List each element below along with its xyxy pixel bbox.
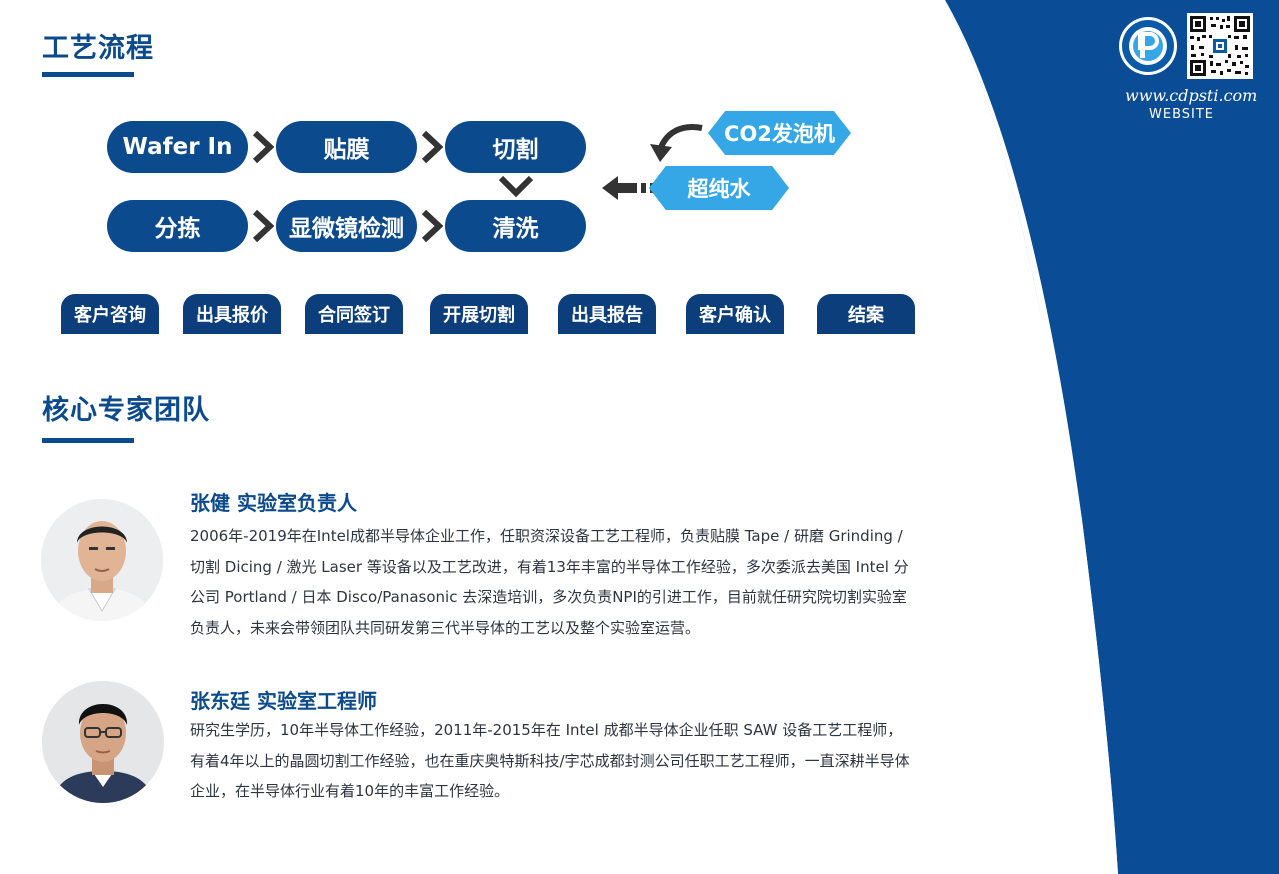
chevron-right-icon (421, 209, 443, 243)
chevron-right-icon (252, 209, 274, 243)
input-co2-foam-machine: CO2发泡机 (708, 111, 851, 155)
chevron-down-icon (498, 175, 534, 197)
person-photo (41, 499, 163, 621)
person-name: 张健 实验室负责人 (190, 491, 357, 515)
workflow-step-contract: 合同签订 (305, 294, 403, 334)
curved-arrow-icon (650, 124, 703, 162)
workflow-step-cutting: 开展切割 (430, 294, 528, 334)
process-step-wafer-in: Wafer In (107, 121, 248, 173)
website-url[interactable]: www.cdpsti.com (1125, 86, 1258, 105)
person-bio: 2006年-2019年在Intel成都半导体企业工作，任职资深设备工艺工程师，负… (190, 527, 909, 637)
team-section-title: 核心专家团队 (42, 395, 210, 426)
chevron-right-icon (252, 130, 274, 164)
qr-code-icon[interactable] (1187, 13, 1253, 79)
workflow-step-report: 出具报告 (558, 294, 656, 334)
chevron-right-icon (421, 130, 443, 164)
workflow-step-confirm: 客户确认 (686, 294, 784, 334)
website-label: WEBSITE (1149, 107, 1214, 122)
input-ultrapure-water: 超纯水 (649, 166, 789, 210)
workflow-step-quote: 出具报价 (183, 294, 281, 334)
process-step-clean: 清洗 (445, 200, 586, 252)
team-title-underline (42, 438, 134, 443)
person-bio: 研究生学历，10年半导体工作经验，2011年-2015年在 Intel 成都半导… (190, 721, 910, 800)
workflow-step-consult: 客户咨询 (61, 294, 159, 334)
process-step-sort: 分拣 (107, 200, 248, 252)
process-title-underline (42, 72, 134, 77)
avatar (42, 681, 164, 803)
person-name: 张东廷 实验室工程师 (190, 689, 377, 713)
process-section-title: 工艺流程 (42, 33, 154, 64)
logo-icon (1119, 17, 1177, 75)
process-step-microscope: 显微镜检测 (276, 200, 417, 252)
person-photo (42, 681, 164, 803)
workflow-step-close: 结案 (817, 294, 915, 334)
avatar (41, 499, 163, 621)
process-step-film: 贴膜 (276, 121, 417, 173)
process-step-cut: 切割 (445, 121, 586, 173)
